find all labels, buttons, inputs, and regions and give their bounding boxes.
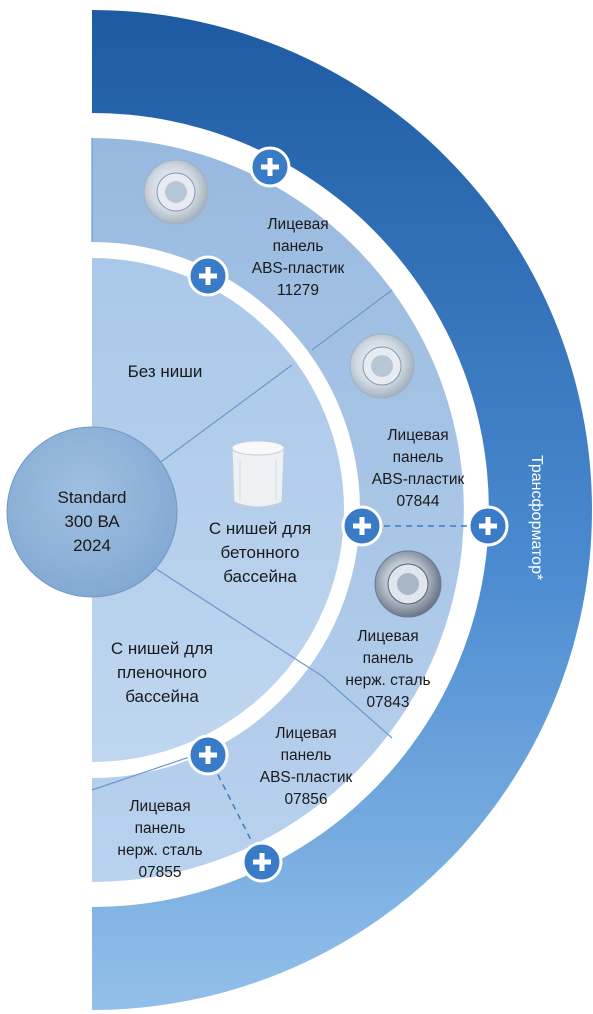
panel-07843-line2: панель (363, 650, 414, 667)
panel-11279-line2: панель (273, 238, 324, 255)
plus-icon-inner-bottom[interactable] (187, 734, 229, 776)
panel-07843-line1: Лицевая (357, 628, 418, 645)
panel-07844-line4: 07844 (396, 493, 439, 510)
panel-11279-label: Лицевая панель ABS-пластик 11279 (252, 216, 345, 299)
inner-disc-dividers (149, 364, 323, 677)
lamp-image-07844 (349, 333, 415, 399)
inner-disc (92, 258, 344, 762)
sector-film-line1: С нишей для (111, 639, 213, 658)
panel-07844-line3: ABS-пластик (372, 471, 465, 488)
panel-07855-line1: Лицевая (129, 798, 190, 815)
panel-07844-line2: панель (393, 449, 444, 466)
lamp-image-11279 (143, 159, 209, 225)
lamp-image-07843 (374, 550, 442, 618)
panel-07856-line4: 07856 (284, 791, 327, 808)
panel-07856-line2: панель (281, 747, 332, 764)
panel-07843-line3: нерж. сталь (345, 672, 430, 689)
panel-07843-line4: 07843 (366, 694, 409, 711)
panel-11279-line3: ABS-пластик (252, 260, 345, 277)
panel-07855-line2: панель (135, 820, 186, 837)
panel-07844-label: Лицевая панель ABS-пластик 07844 (372, 427, 465, 510)
plus-icon-ring-bottom[interactable] (241, 841, 283, 883)
niche-housing-image (231, 440, 285, 508)
sector-film-line3: бассейна (125, 687, 199, 706)
panel-07855-line4: 07855 (138, 864, 181, 881)
panel-07855-label: Лицевая панель нерж. сталь 07855 (117, 798, 202, 881)
panel-11279-line1: Лицевая (267, 216, 328, 233)
plus-icon-ring-right[interactable] (467, 505, 509, 547)
transformer-label: Трансформатор* (528, 455, 545, 580)
center-line3: 2024 (73, 536, 111, 555)
panel-07855-line3: нерж. сталь (117, 842, 202, 859)
panel-07856-label: Лицевая панель ABS-пластик 07856 (260, 725, 353, 808)
sector-no-niche-label: Без ниши (128, 362, 203, 381)
plus-icon-inner-top[interactable] (187, 255, 229, 297)
center-line2: 300 ВА (64, 512, 120, 531)
panel-07856-line1: Лицевая (275, 725, 336, 742)
panel-07843-label: Лицевая панель нерж. сталь 07843 (345, 628, 430, 711)
center-circle (6, 426, 178, 598)
plus-icon-inner-right[interactable] (341, 505, 383, 547)
panel-11279-line4: 11279 (277, 282, 319, 299)
panel-07844-line1: Лицевая (387, 427, 448, 444)
sector-concrete-line2: бетонного (221, 543, 300, 562)
plus-icon-ring-top[interactable] (249, 146, 291, 188)
center-line1: Standard (58, 488, 127, 507)
panel-07856-line3: ABS-пластик (260, 769, 353, 786)
sector-film-line2: пленочного (117, 663, 207, 682)
sector-concrete-line1: С нишей для (209, 519, 311, 538)
sector-concrete-line3: бассейна (223, 567, 297, 586)
